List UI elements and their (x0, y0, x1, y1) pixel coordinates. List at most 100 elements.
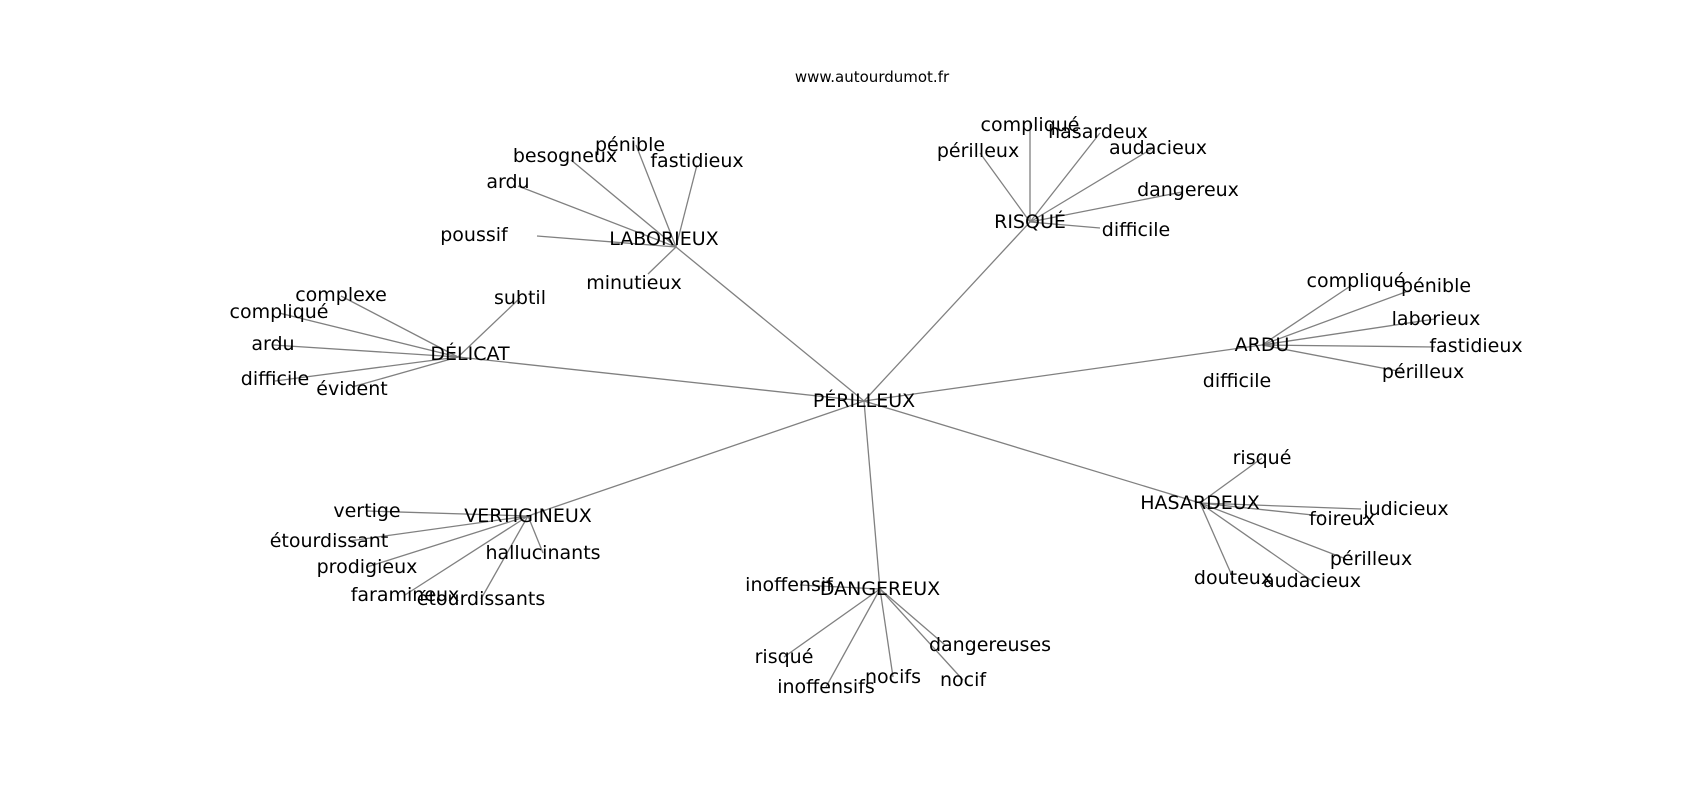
edge-0-2 (675, 164, 698, 248)
edge-3-2 (278, 312, 459, 358)
edge-5-5 (527, 515, 544, 554)
leaf-node-label: inoffensif (745, 574, 834, 596)
leaf-node-label: faramineux (351, 584, 460, 606)
leaf-node-label: compliqué (981, 114, 1080, 136)
graph-labels: www.autourdumot.fr PÉRILLEUX LABORIEUX bes… (230, 68, 1523, 698)
edge-center-to-3 (457, 356, 865, 402)
group-node-label: HASARDEUX (1140, 492, 1259, 514)
leaf-node-label: judicieux (1362, 498, 1448, 520)
edge-6-3 (879, 588, 894, 678)
edge-1-4 (1029, 191, 1183, 223)
edge-1-2 (1029, 147, 1154, 223)
edge-6-1 (783, 588, 881, 658)
leaf-node-label: fastidieux (650, 150, 743, 172)
edge-0-3 (517, 185, 677, 248)
leaf-node-label: hasardeux (1048, 121, 1148, 143)
edge-4-1 (1199, 502, 1362, 510)
edge-4-2 (1199, 502, 1323, 517)
leaf-node-label: audacieux (1109, 137, 1207, 159)
leaf-node-label: vertige (333, 500, 400, 522)
edge-center-to-0 (675, 246, 865, 402)
leaf-node-label: périlleux (1330, 548, 1412, 570)
group-node-label: DANGEREUX (820, 578, 940, 600)
leaf-node-label: inoffensifs (777, 676, 875, 698)
edge-2-2 (1261, 318, 1436, 346)
leaf-node-label: nocifs (865, 666, 921, 688)
edge-5-3 (404, 515, 529, 596)
edge-5-2 (366, 515, 529, 568)
edge-6-0 (799, 584, 881, 590)
leaf-node-label: douteux (1194, 567, 1272, 589)
edge-4-3 (1199, 502, 1347, 560)
leaf-node-label: subtil (494, 287, 546, 309)
edge-1-3 (979, 152, 1031, 223)
group-node-label: RISQUÉ (994, 210, 1066, 233)
leaf-node-label: prodigieux (317, 556, 418, 578)
leaf-node-label: risqué (1233, 447, 1292, 469)
edge-5-0 (366, 510, 529, 517)
edge-2-3 (1261, 344, 1436, 348)
leaf-node-label: nocif (940, 669, 987, 691)
leaf-node-label: évident (316, 378, 387, 400)
leaf-node-label: laborieux (1392, 308, 1481, 330)
group-node-label: VERTIGINEUX (464, 505, 592, 527)
edge-1-1 (1029, 132, 1101, 223)
leaf-node-label: risqué (755, 646, 814, 668)
edge-2-4 (1261, 344, 1404, 373)
edge-3-5 (351, 356, 459, 388)
leaf-node-label: périlleux (937, 140, 1019, 162)
edge-5-1 (348, 515, 529, 542)
leaf-node-label: pénible (1401, 275, 1471, 297)
leaf-node-label: poussif (440, 224, 509, 246)
leaf-node-label: difficile (241, 368, 309, 390)
edge-center-to-2 (863, 344, 1263, 402)
leaf-node-label: périlleux (1382, 361, 1464, 383)
group-node-label: DÉLICAT (430, 342, 510, 365)
leaf-node-label: ardu (251, 333, 294, 355)
leaf-node-label: dangereux (1137, 179, 1239, 201)
leaf-node-label: minutieux (586, 272, 682, 294)
edge-2-1 (1261, 289, 1412, 346)
edge-5-4 (480, 515, 529, 600)
center-node-label: PÉRILLEUX (813, 389, 915, 412)
leaf-node-label: ardu (486, 171, 529, 193)
edge-0-5 (647, 246, 677, 275)
graph-edges (272, 123, 1436, 688)
edge-3-3 (272, 344, 459, 358)
edge-6-2 (825, 588, 881, 688)
edge-center-to-4 (863, 400, 1201, 504)
leaf-node-label: dangereuses (929, 634, 1051, 656)
edge-6-4 (879, 588, 964, 681)
edge-3-4 (274, 356, 459, 382)
edge-4-5 (1199, 502, 1313, 582)
edge-2-0 (1261, 286, 1350, 346)
edge-0-4 (536, 235, 677, 248)
edge-3-0 (340, 295, 459, 358)
leaf-node-label: hallucinants (485, 542, 600, 564)
leaf-node-label: compliqué (230, 301, 329, 323)
group-node-label: LABORIEUX (609, 228, 718, 250)
edge-3-1 (457, 297, 521, 358)
edge-6-5 (879, 588, 946, 646)
edge-center-to-6 (863, 400, 881, 590)
leaf-node-label: fastidieux (1429, 335, 1522, 357)
edge-4-4 (1199, 502, 1234, 579)
edge-1-5 (1029, 221, 1101, 229)
edge-4-0 (1199, 457, 1263, 504)
leaf-node-label: compliqué (1307, 270, 1406, 292)
leaf-node-label: foireux (1309, 508, 1375, 530)
edge-center-to-5 (527, 400, 865, 517)
leaf-node-label: difficile (1203, 370, 1271, 392)
leaf-node-label: difficile (1102, 219, 1170, 241)
leaf-node-label: complexe (295, 284, 387, 306)
leaf-node-label: étourdissants (417, 588, 545, 610)
leaf-node-label: pénible (595, 134, 665, 156)
group-node-label: ARDU (1235, 334, 1290, 356)
leaf-node-label: étourdissant (270, 530, 389, 552)
leaf-node-label: audacieux (1263, 570, 1361, 592)
edge-0-0 (570, 159, 677, 248)
leaf-node-label: besogneux (513, 145, 617, 167)
edge-0-1 (635, 144, 677, 248)
site-watermark: www.autourdumot.fr (795, 68, 950, 86)
